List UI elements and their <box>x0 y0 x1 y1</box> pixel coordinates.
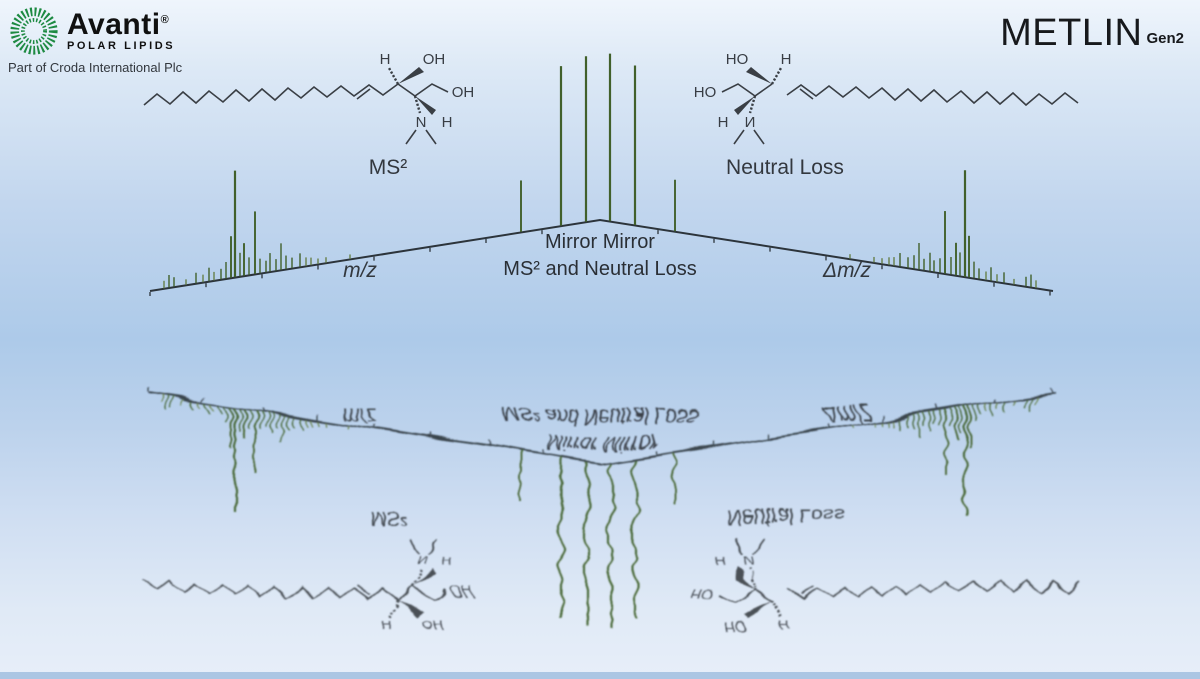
atom-label: H <box>380 51 391 68</box>
atom-label: OH <box>452 84 475 101</box>
atom-label: H <box>781 51 792 68</box>
avanti-subtitle: POLAR LIPIDS <box>67 40 176 52</box>
water-reflection: H OH OH N H HO H HO H И MS² Neutral Loss… <box>0 342 1200 679</box>
metlin-gen2-label: Gen2 <box>1146 30 1184 47</box>
delta-mz-axis-label: Δm/z <box>823 402 871 425</box>
atom-label: H <box>442 553 453 570</box>
right-molecule-labels: HO H HO H И <box>694 51 792 131</box>
left-molecule-skeleton <box>143 539 449 617</box>
ms2-caption: MS² <box>368 156 408 179</box>
neutral-loss-caption: Neutral Loss <box>726 505 844 528</box>
bottom-edge-strip <box>0 672 1200 679</box>
atom-label: OH <box>423 51 446 68</box>
atom-label: HO <box>726 616 749 633</box>
atom-label: N <box>416 553 427 570</box>
atom-label: N <box>416 114 427 131</box>
mirror-spectrum-plot <box>149 388 1054 631</box>
left-molecule-labels: H OH OH N H <box>380 51 475 131</box>
atom-label: H <box>442 114 453 131</box>
atom-label: H <box>781 616 792 633</box>
registered-mark: ® <box>160 14 170 26</box>
plot-title-line2: MS² and Neutral Loss <box>503 258 697 280</box>
reflected-scene-wrapper: H OH OH N H HO H HO H И MS² Neutral Loss… <box>0 342 1200 679</box>
atom-label: HO <box>694 583 717 600</box>
left-molecule-labels: H OH OH N H <box>380 553 475 633</box>
atom-label: H <box>718 114 729 131</box>
right-molecule-skeleton <box>721 539 1079 617</box>
delta-mz-axis-label: Δm/z <box>823 259 871 282</box>
atom-label: H <box>718 553 729 570</box>
mz-axis-label: m/z <box>343 259 377 282</box>
ms2-caption: MS² <box>368 505 408 528</box>
neutral-loss-caption: Neutral Loss <box>726 156 844 179</box>
atom-label: OH <box>452 583 475 600</box>
molecule-structures: H OH OH N H HO H HO H И <box>143 51 1079 145</box>
reflected-scene: H OH OH N H HO H HO H И MS² Neutral Loss… <box>0 342 1200 679</box>
plot-title-line1: Mirror Mirror <box>545 231 655 253</box>
atom-label: OH <box>423 616 446 633</box>
plot-title-line2: MS² and Neutral Loss <box>503 404 697 426</box>
left-molecule-skeleton <box>143 67 449 145</box>
atom-label: HO <box>726 51 749 68</box>
atom-label: H <box>380 616 391 633</box>
right-molecule-labels: HO H HO H И <box>694 553 792 633</box>
right-molecule-skeleton <box>721 67 1079 145</box>
molecule-structures: H OH OH N H HO H HO H И <box>143 539 1079 633</box>
metlin-wordmark: METLIN <box>1000 12 1143 54</box>
avanti-logo: Avanti® POLAR LIPIDS Part of Croda Inter… <box>8 5 182 75</box>
mirror-spectrum-plot <box>149 53 1054 296</box>
avanti-sunburst-icon <box>10 7 58 55</box>
mz-axis-label: m/z <box>343 402 377 425</box>
avanti-wordmark: Avanti® <box>67 8 170 41</box>
plot-title-line1: Mirror Mirror <box>545 431 655 453</box>
avanti-tagline: Part of Croda International Plc <box>8 60 183 75</box>
atom-label: И <box>745 553 756 570</box>
atom-label: И <box>745 114 756 131</box>
atom-label: HO <box>694 84 717 101</box>
main-scene: H OH OH N H HO H HO H И MS² Neutral Loss… <box>143 51 1079 296</box>
